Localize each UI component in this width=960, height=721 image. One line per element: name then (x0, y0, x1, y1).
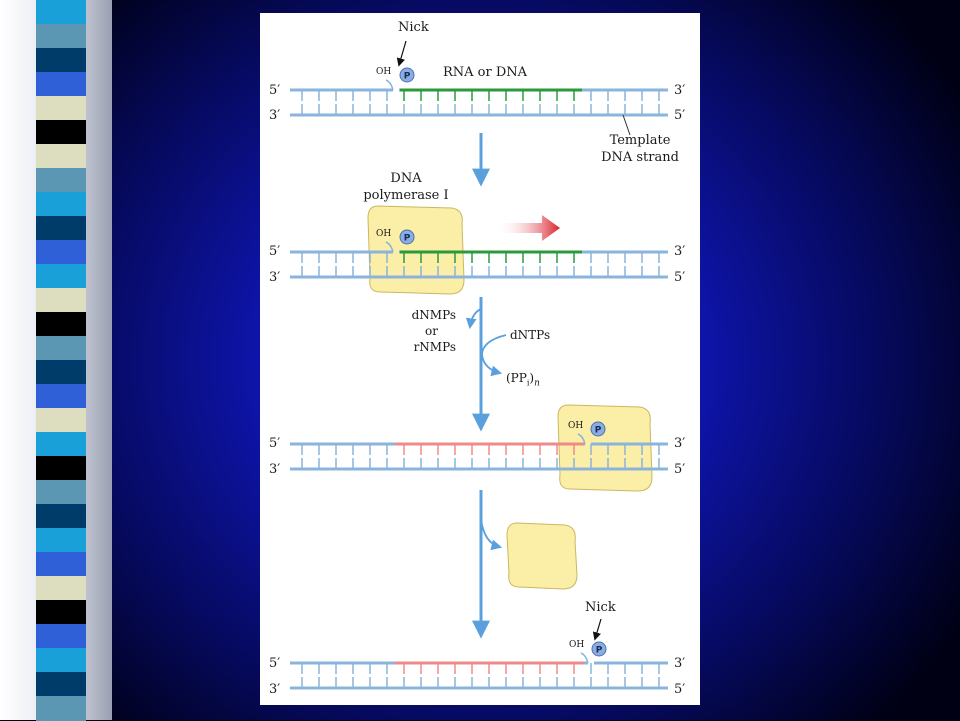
decorative-stripe-bar (36, 0, 86, 721)
oh-label-4: OH (569, 640, 585, 650)
stripe-segment (36, 552, 86, 577)
released-polymerase (506, 522, 578, 590)
nick-label-top: Nick (398, 20, 429, 35)
release-enzyme-curve (480, 518, 503, 551)
oh-label-1: OH (376, 67, 392, 77)
five-prime-label-2: 5′ (269, 244, 281, 259)
five-prime-label-3r: 5′ (674, 462, 686, 477)
dna-repair-figure: P P P P Nick RNA or DNA OH 5′ 3′ 3′ 5′ Temp… (260, 13, 700, 705)
stripe-segment (36, 480, 86, 505)
stripe-segment (36, 288, 86, 313)
stripe-segment (36, 96, 86, 121)
phosphate-1 (399, 67, 415, 83)
oh-hook-2 (385, 241, 394, 253)
three-prime-label-4r: 3′ (674, 656, 686, 671)
stripe-segment (36, 624, 86, 649)
stripe-segment (36, 432, 86, 457)
stripe-segment (36, 48, 86, 73)
five-prime-label-4r: 5′ (674, 682, 686, 697)
oh-label-2: OH (376, 229, 392, 239)
five-prime-label-1: 5′ (269, 83, 281, 98)
phosphate-2 (399, 229, 415, 245)
template-label-line1: Template (609, 133, 671, 148)
dnmps-label: dNMPs (411, 308, 456, 322)
stripe-segment (36, 384, 86, 409)
three-prime-label-1: 3′ (269, 108, 281, 123)
oh-hook-4 (580, 652, 589, 664)
stripe-segment (36, 456, 86, 481)
stripe-segment (36, 72, 86, 97)
stripe-segment (36, 696, 86, 721)
or-label: or (425, 324, 438, 338)
nick-pointer-bottom (592, 618, 602, 641)
nick-pointer-top (396, 40, 407, 67)
template-label-line2: DNA strand (601, 150, 679, 165)
phosphate-2-letter: P (404, 234, 411, 244)
five-prime-label-1r: 5′ (674, 108, 686, 123)
release-nmps-curve (465, 308, 482, 330)
nick-label-bottom: Nick (585, 600, 616, 615)
rna-or-dna-label: RNA or DNA (443, 65, 528, 80)
stripe-segment (36, 648, 86, 673)
three-prime-label-2r: 3′ (674, 244, 686, 259)
stripe-segment (36, 408, 86, 433)
phosphate-4 (591, 641, 607, 657)
polymerase-label-line1: DNA (390, 171, 422, 186)
oh-label-3: OH (568, 421, 584, 431)
stripe-segment (36, 360, 86, 385)
stripe-segment (36, 576, 86, 601)
template-leader-line (622, 114, 631, 136)
oh-hook-1 (385, 79, 394, 91)
stripe-segment (36, 192, 86, 217)
phosphate-3-letter: P (595, 426, 602, 436)
stripe-segment (36, 240, 86, 265)
stripe-segment (36, 672, 86, 697)
stripe-segment (36, 0, 86, 25)
five-prime-label-2r: 5′ (674, 270, 686, 285)
phosphate-4-letter: P (596, 646, 603, 656)
oh-hook-3 (577, 433, 586, 445)
dntps-label: dNTPs (510, 328, 551, 342)
three-prime-label-3: 3′ (269, 462, 281, 477)
polymerase-enzyme-3 (557, 404, 653, 492)
figure-graphics: P P P P (290, 40, 668, 690)
motion-arrow (496, 215, 560, 241)
stripe-segment (36, 600, 86, 625)
polymerase-enzyme-2 (367, 205, 465, 295)
three-prime-label-1r: 3′ (674, 83, 686, 98)
stripe-segment (36, 528, 86, 553)
three-prime-label-3r: 3′ (674, 436, 686, 451)
stripe-segment (36, 312, 86, 337)
three-prime-label-4: 3′ (269, 682, 281, 697)
three-prime-label-2: 3′ (269, 270, 281, 285)
stripe-segment (36, 264, 86, 289)
ppi-label: (PPi)n (506, 371, 540, 389)
stripe-segment (36, 168, 86, 193)
five-prime-label-4: 5′ (269, 656, 281, 671)
stripe-segment (36, 120, 86, 145)
stripe-segment (36, 216, 86, 241)
dntps-curve (481, 334, 507, 377)
stripe-segment (36, 144, 86, 169)
phosphate-1-letter: P (404, 72, 411, 82)
stripe-segment (36, 336, 86, 361)
phosphate-3 (590, 421, 606, 437)
five-prime-label-3: 5′ (269, 436, 281, 451)
stripe-segment (36, 504, 86, 529)
stripe-segment (36, 24, 86, 49)
rnmps-label: rNMPs (413, 340, 456, 354)
polymerase-label-line2: polymerase I (363, 188, 449, 203)
